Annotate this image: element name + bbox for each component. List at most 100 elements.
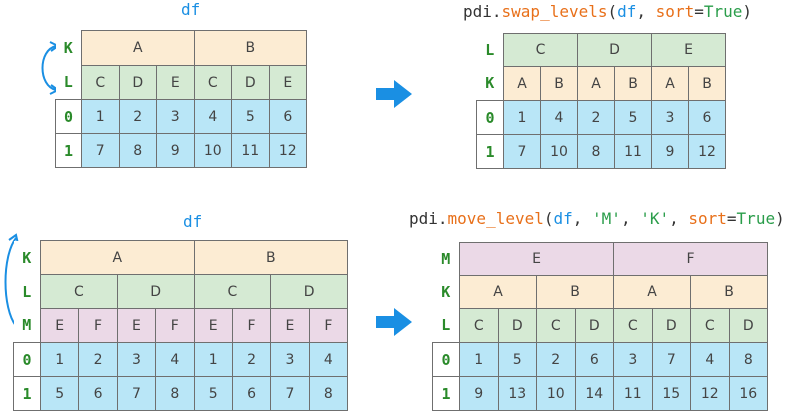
header-cell: A <box>81 30 195 66</box>
header-cell: E <box>268 65 308 100</box>
header-cell: E <box>39 308 80 343</box>
header-cell: C <box>503 33 578 67</box>
header-cell: C <box>613 308 653 343</box>
data-cell: 1 <box>81 99 120 134</box>
row-index: 1 <box>432 376 460 411</box>
level-label-m: M <box>13 308 41 343</box>
level-label-k: K <box>55 30 82 66</box>
data-cell: 14 <box>574 376 615 411</box>
header-cell: F <box>231 308 272 343</box>
table-row: 1 9 13 10 14 11 15 12 16 <box>432 376 769 411</box>
data-cell: 5 <box>39 376 80 411</box>
data-cell: 3 <box>613 342 653 377</box>
code-paren: ( <box>607 2 618 21</box>
data-cell: 2 <box>118 99 157 134</box>
data-cell: 11 <box>614 134 652 169</box>
header-cell: C <box>536 308 576 343</box>
data-cell: 6 <box>574 342 615 377</box>
header-cell: C <box>40 274 118 309</box>
code-paren: ( <box>543 209 554 228</box>
data-cell: 8 <box>308 376 349 411</box>
data-cell: 15 <box>651 376 692 411</box>
header-cell: B <box>687 66 727 101</box>
bottom-right-table: M E F K A B A B L C D C D C D C D 0 1 5 … <box>432 242 769 411</box>
header-cell: D <box>270 274 349 309</box>
header-cell: C <box>81 65 120 100</box>
data-cell: 5 <box>231 99 270 134</box>
code-string-arg: 'M' <box>592 209 621 228</box>
header-cell: E <box>193 308 233 343</box>
level-label-k: K <box>476 66 504 101</box>
header-cell: A <box>613 275 692 309</box>
level-label-k: K <box>432 275 460 309</box>
table-row: 1 7 8 9 10 11 12 <box>55 133 308 168</box>
level-label-l: L <box>13 274 41 309</box>
data-cell: 3 <box>156 99 195 134</box>
data-cell: 8 <box>155 376 195 411</box>
data-cell: 3 <box>651 100 689 135</box>
header-cell: A <box>577 66 615 101</box>
header-cell: E <box>116 308 157 343</box>
data-cell: 1 <box>39 342 80 377</box>
right-arrow-icon <box>376 308 412 336</box>
row-index: 0 <box>13 342 41 377</box>
data-cell: 2 <box>536 342 576 377</box>
data-cell: 4 <box>690 342 730 377</box>
row-index: 1 <box>476 134 504 169</box>
code-sep: , <box>620 209 641 228</box>
data-cell: 10 <box>193 133 233 168</box>
data-cell: 7 <box>503 134 541 169</box>
header-cell: D <box>728 308 769 343</box>
code-arg-df: df <box>617 2 637 21</box>
data-cell: 3 <box>270 342 310 377</box>
header-cell: A <box>651 66 689 101</box>
table-row: 1 7 10 8 11 9 12 <box>476 134 727 169</box>
data-cell: 1 <box>193 342 233 377</box>
right-arrow-icon <box>376 80 412 108</box>
table-row: 0 1 2 3 4 1 2 3 4 <box>13 342 349 377</box>
row-index: 1 <box>13 376 41 411</box>
code-string-arg: 'K' <box>640 209 670 228</box>
data-cell: 2 <box>577 100 615 135</box>
code-sep: , <box>636 2 656 21</box>
header-cell: A <box>459 275 537 309</box>
bottom-right-caption: pdi.move_level(df, 'M', 'K', sort=True) <box>409 209 785 228</box>
header-cell: D <box>116 274 195 309</box>
code-paren: ) <box>742 2 753 21</box>
code-arg-df: df <box>553 209 573 228</box>
header-cell: F <box>613 242 769 276</box>
code-eq: = <box>726 209 737 228</box>
data-cell: 1 <box>459 342 499 377</box>
table-row: 0 1 5 2 6 3 7 4 8 <box>432 342 769 377</box>
header-cell: C <box>459 308 499 343</box>
level-label-m: M <box>432 242 460 276</box>
header-cell: F <box>308 308 349 343</box>
top-right-table: L C D E K A B A B A B 0 1 4 2 5 3 6 1 7 … <box>476 33 727 169</box>
header-cell: D <box>651 308 692 343</box>
data-cell: 9 <box>156 133 195 168</box>
data-cell: 2 <box>78 342 118 377</box>
code-keyword-value: True <box>736 209 776 228</box>
data-cell: 7 <box>651 342 692 377</box>
data-cell: 12 <box>687 134 727 169</box>
top-right-caption: pdi.swap_levels(df, sort=True) <box>463 2 752 21</box>
header-cell: A <box>503 66 541 101</box>
data-cell: 4 <box>193 99 233 134</box>
code-paren: ) <box>775 209 785 228</box>
code-prefix: pdi. <box>409 209 448 228</box>
data-cell: 8 <box>577 134 615 169</box>
level-label-l: L <box>432 308 460 343</box>
data-cell: 6 <box>78 376 118 411</box>
code-eq: = <box>694 2 704 21</box>
data-cell: 16 <box>728 376 769 411</box>
header-cell: D <box>577 33 652 67</box>
header-cell: D <box>231 65 270 100</box>
table-row: 0 1 2 3 4 5 6 <box>55 99 308 134</box>
data-cell: 7 <box>116 376 157 411</box>
data-cell: 13 <box>497 376 537 411</box>
code-keyword: sort <box>655 2 695 21</box>
code-keyword-value: True <box>703 2 743 21</box>
code-keyword: sort <box>688 209 727 228</box>
code-function: swap_levels <box>501 2 608 21</box>
header-cell: E <box>156 65 195 100</box>
